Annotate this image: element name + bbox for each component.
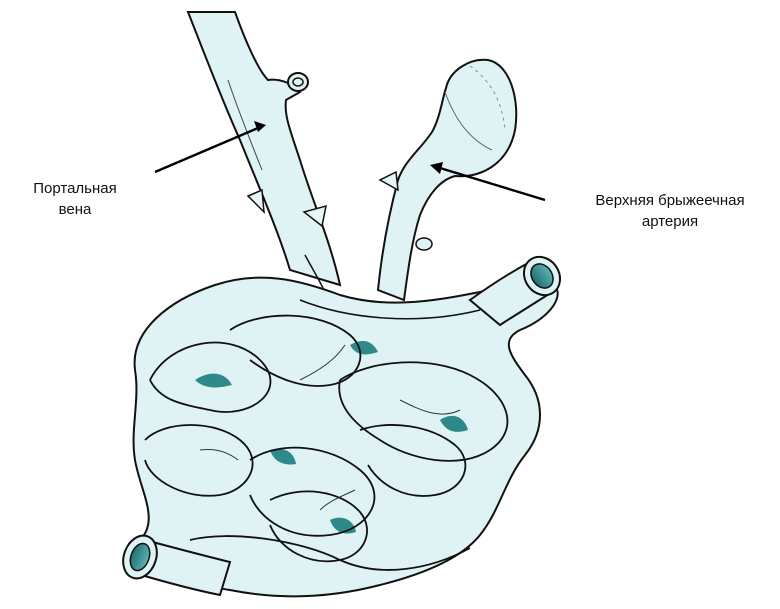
sma-label-line2: артерия: [560, 211, 780, 232]
superior-mesenteric-artery: [378, 60, 516, 300]
portal-vein: [188, 12, 340, 290]
sma-label: Верхняя брыжеечная артерия: [560, 190, 780, 232]
portal-vein-label-line2: вена: [0, 199, 150, 220]
sma-label-line1: Верхняя брыжеечная: [560, 190, 780, 211]
small-intestine-loops: [131, 278, 557, 597]
portal-vein-label: Портальная вена: [0, 178, 150, 220]
portal-vein-label-line1: Портальная: [0, 178, 150, 199]
